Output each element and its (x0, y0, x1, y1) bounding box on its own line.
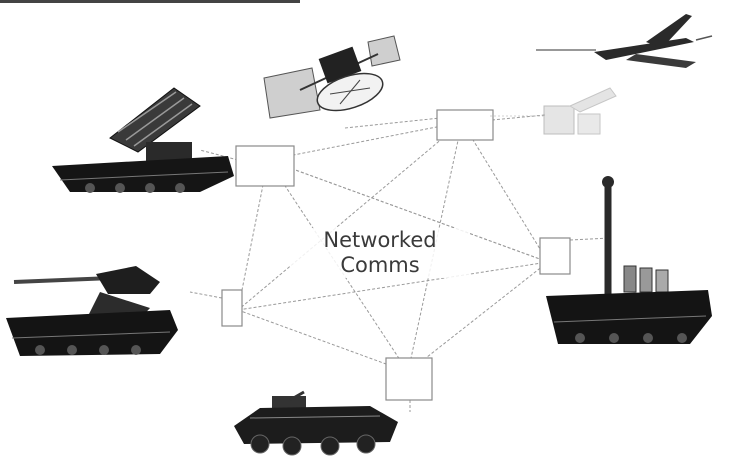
armored-vehicle-icon (234, 390, 398, 456)
missile-launcher-icon (52, 87, 234, 193)
link-line (267, 121, 463, 161)
aircraft-icon (536, 14, 713, 68)
node-boxes (221, 109, 571, 401)
center-label-line-1: Networked (323, 228, 437, 252)
radar-station-icon (546, 176, 712, 344)
link-line (569, 237, 611, 241)
node-box (221, 289, 243, 327)
link-line (344, 117, 441, 129)
link-line (189, 291, 223, 299)
link-line (199, 149, 239, 161)
node-box (436, 109, 494, 141)
node-box (235, 145, 295, 187)
link-line (461, 121, 549, 263)
center-label: Networked Comms (290, 228, 470, 278)
node-box (539, 237, 571, 275)
link-line (407, 261, 549, 373)
center-label-line-2: Comms (340, 253, 420, 277)
tank-icon (6, 266, 178, 356)
link-line (237, 309, 409, 373)
link-line (491, 114, 546, 121)
satellite-icon (263, 35, 401, 119)
top-rule (0, 0, 300, 3)
ground-station-icon (490, 87, 617, 135)
node-box (385, 357, 433, 401)
link-line (237, 121, 463, 311)
link-line (237, 261, 549, 311)
